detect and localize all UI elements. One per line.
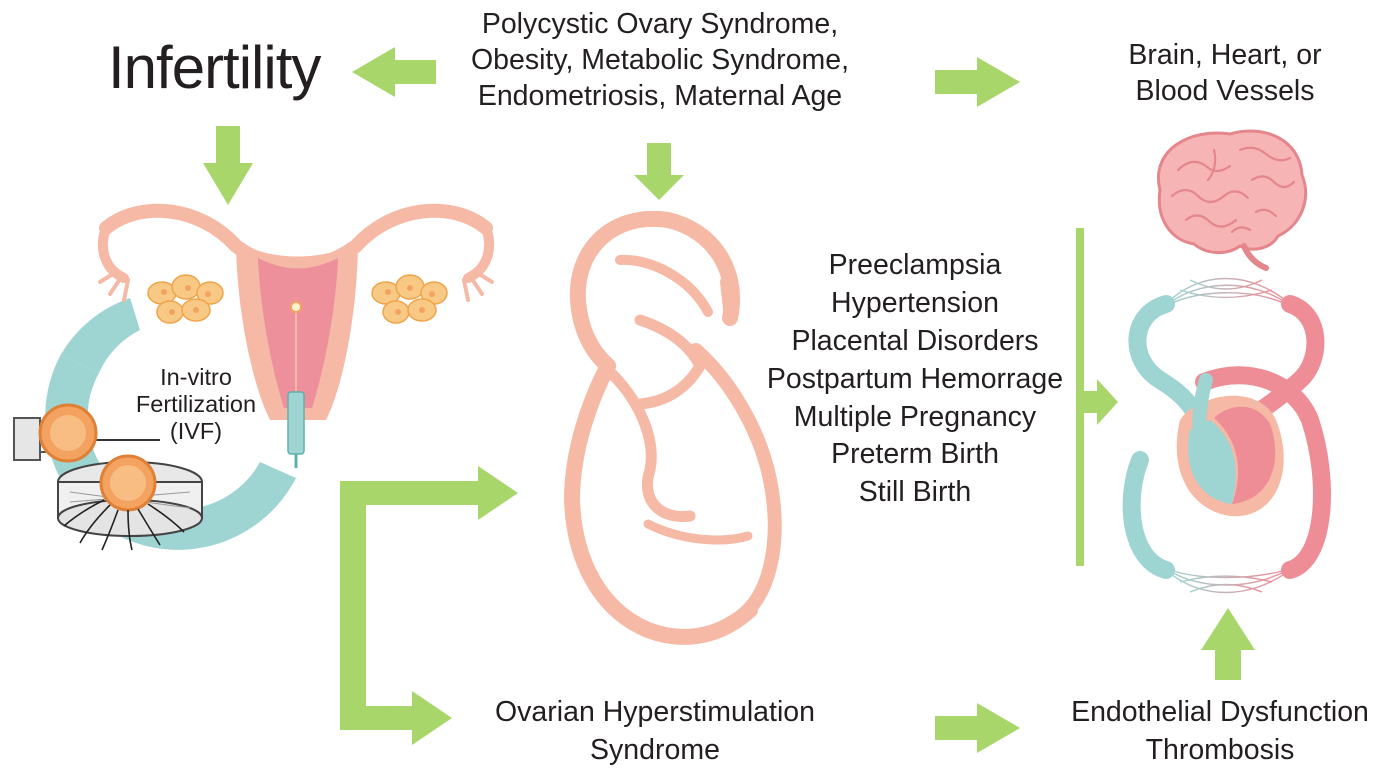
risk-factor-line: Polycystic Ovary Syndrome, xyxy=(440,6,880,42)
complication-item: Placental Disorders xyxy=(745,323,1085,361)
ivf-label-line: (IVF) xyxy=(132,418,260,445)
target-organs-text: Brain, Heart, or Blood Vessels xyxy=(1085,38,1365,110)
arrow-to-organs xyxy=(935,57,1020,107)
complication-item: Preterm Birth xyxy=(745,436,1085,474)
target-organ-line: Brain, Heart, or xyxy=(1085,38,1365,74)
ohss-line: Syndrome xyxy=(470,731,840,769)
complication-item: Preeclampsia xyxy=(745,247,1085,285)
risk-factor-line: Endometriosis, Maternal Age xyxy=(440,78,880,114)
arrow-to-infertility xyxy=(352,47,436,97)
arrow-down-infertility xyxy=(203,126,253,205)
infertility-title: Infertility xyxy=(108,38,320,98)
risk-factors-text: Polycystic Ovary Syndrome, Obesity, Meta… xyxy=(440,6,880,115)
complication-item: Postpartum Hemorrage xyxy=(745,361,1085,399)
vascular-outcome-line: Endothelial Dysfunction xyxy=(1055,693,1385,731)
ohss-text: Ovarian Hyperstimulation Syndrome xyxy=(470,693,840,770)
brain-icon xyxy=(1158,131,1305,268)
risk-factor-line: Obesity, Metabolic Syndrome, xyxy=(440,42,880,78)
arrow-up-endothelial xyxy=(1201,608,1255,680)
arrow-down-factors xyxy=(634,143,684,200)
heart-circulation-icon xyxy=(1132,279,1322,593)
arrow-ohss-to-endothelial xyxy=(935,703,1020,753)
complication-item: Hypertension xyxy=(745,285,1085,323)
ivf-label-line: Fertilization xyxy=(132,391,260,418)
vascular-outcome-line: Thrombosis xyxy=(1055,731,1385,769)
ivf-label: In-vitro Fertilization (IVF) xyxy=(132,364,260,444)
complication-item: Still Birth xyxy=(745,474,1085,512)
complication-item: Multiple Pregnancy xyxy=(745,399,1085,437)
ohss-line: Ovarian Hyperstimulation xyxy=(470,693,840,731)
target-organ-line: Blood Vessels xyxy=(1085,74,1365,110)
pregnancy-complications-list: Preeclampsia Hypertension Placental Diso… xyxy=(745,247,1085,512)
ivf-label-line: In-vitro xyxy=(132,364,260,391)
vascular-outcomes-text: Endothelial Dysfunction Thrombosis xyxy=(1055,693,1385,770)
